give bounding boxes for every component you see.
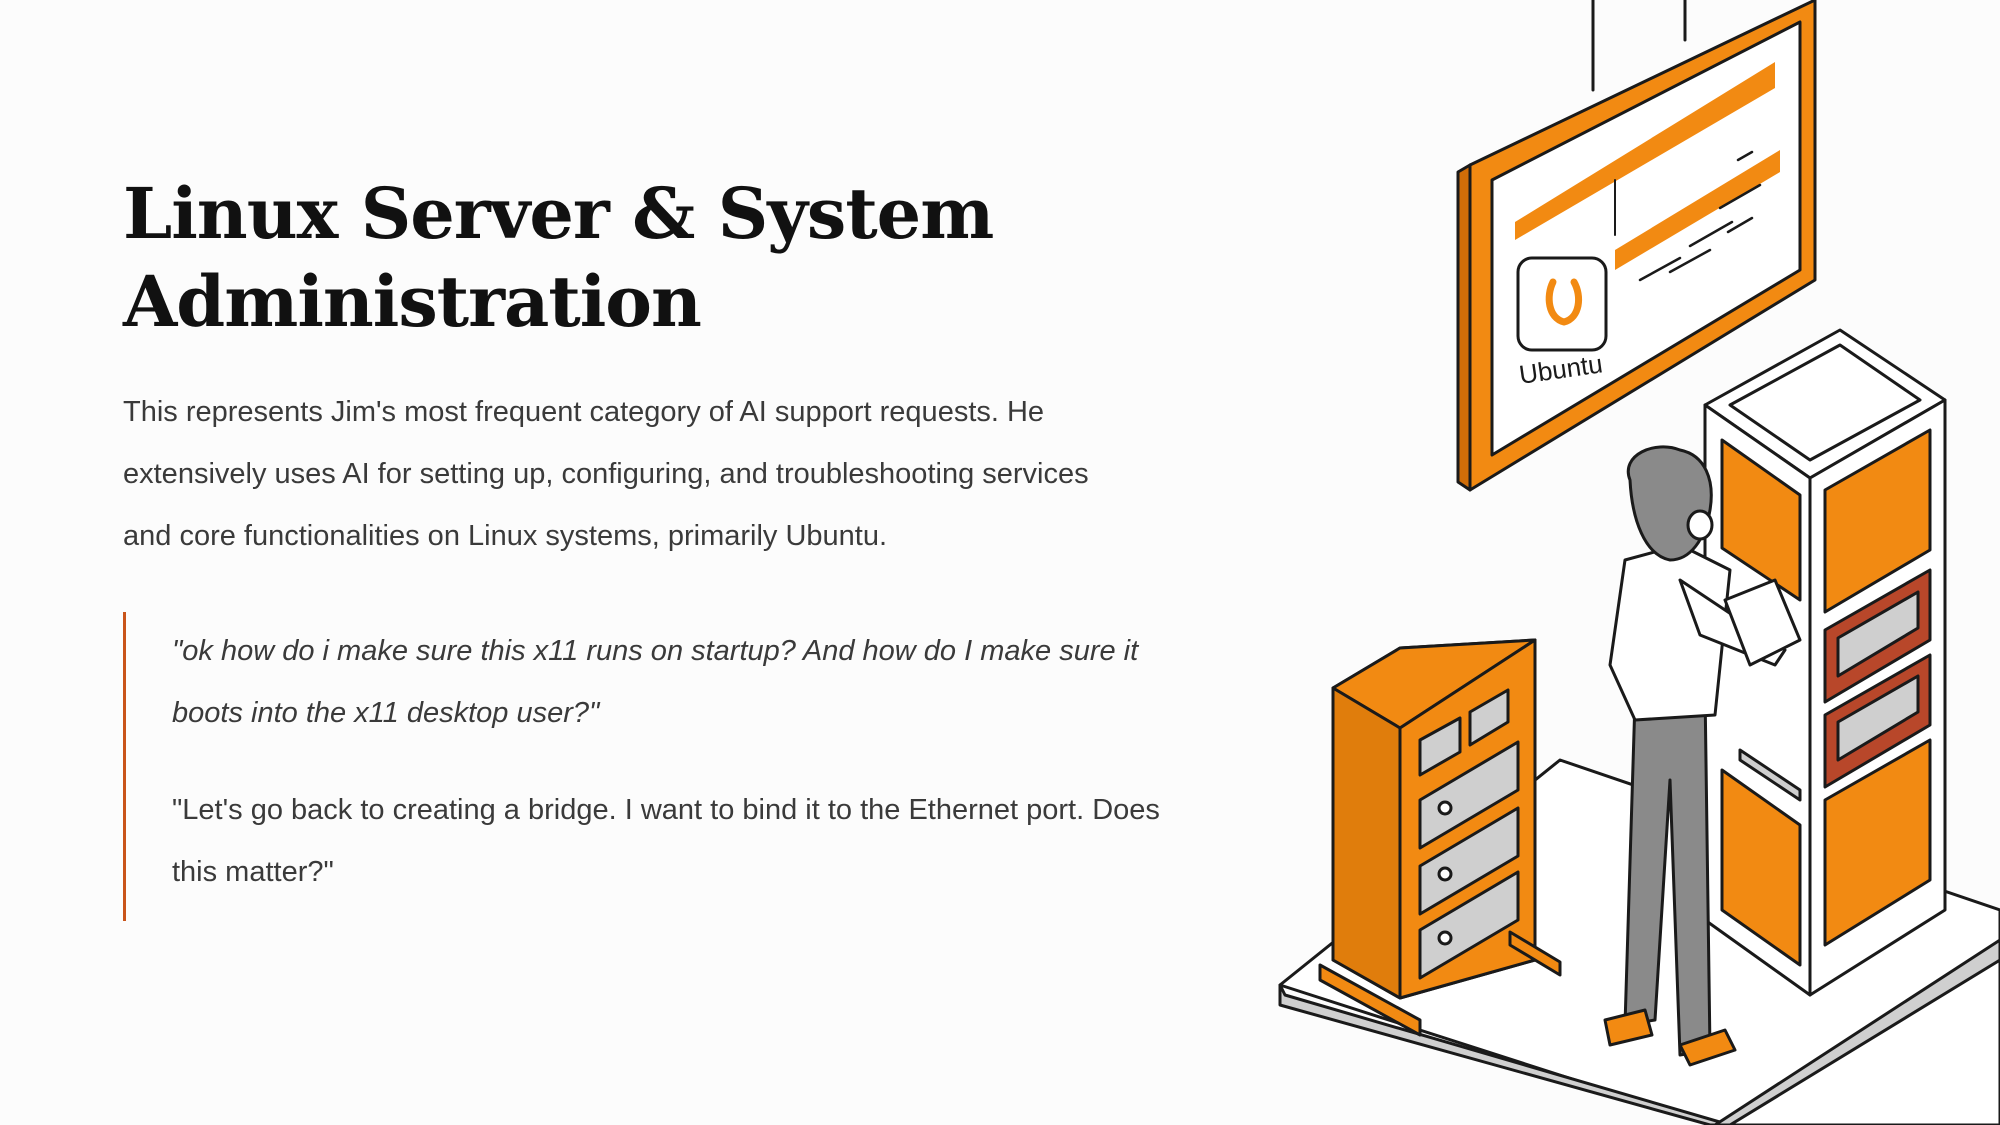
- slide-title: Linux Server & System Administration: [123, 172, 994, 343]
- ubuntu-app-icon: [1516, 256, 1608, 352]
- small-server-cabinet: [1318, 638, 1562, 1037]
- quote-1: "ok how do i make sure this x11 runs on …: [172, 635, 1139, 729]
- quote-2: "Let's go back to creating a bridge. I w…: [172, 794, 1160, 888]
- slide-body: This represents Jim's most frequent cate…: [123, 396, 1089, 552]
- text-column: Linux Server & System Administration Thi…: [123, 170, 1160, 921]
- person: [1603, 445, 1802, 1067]
- quote-block: "ok how do i make sure this x11 runs on …: [123, 612, 1172, 921]
- sysadmin-illustration: Ubuntu: [1278, 0, 2000, 1125]
- wall-screen: [1456, 0, 1817, 492]
- tall-server-rack: [1703, 328, 1947, 997]
